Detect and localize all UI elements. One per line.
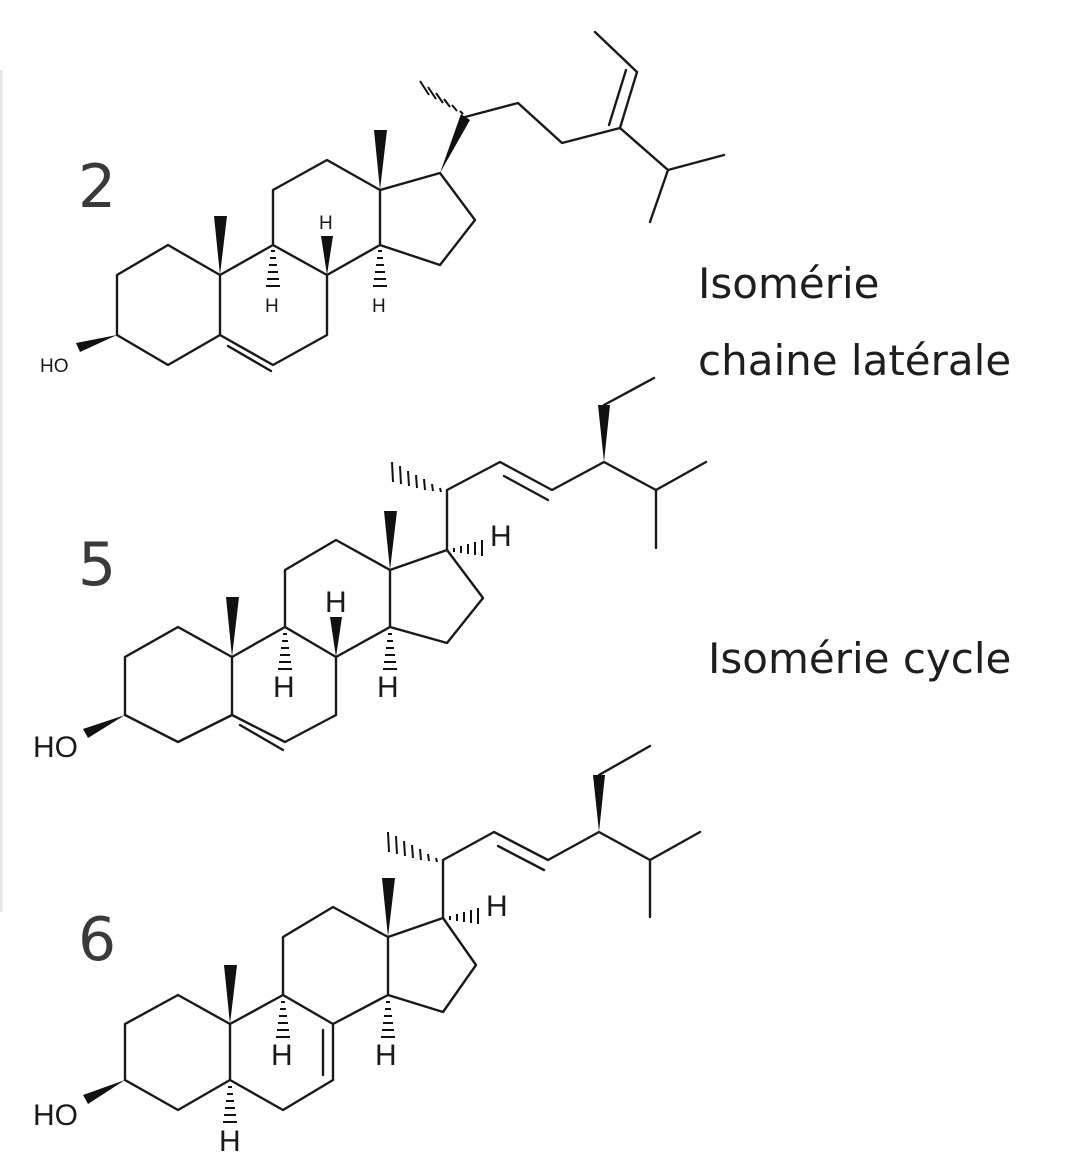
- mol2-isopropyl-methyl: [648, 168, 670, 224]
- mol6-c14-h-label: H: [375, 1039, 397, 1072]
- mol2-c14-h-hash: [373, 250, 387, 287]
- mol6-side-chain: [441, 830, 702, 920]
- mol2-c9-h-label: H: [265, 296, 279, 317]
- mol2-c14-h-label: H: [372, 296, 386, 317]
- mol2-c13-methyl-wedge: [374, 130, 387, 190]
- mol2-double-bond-c5c6: [226, 344, 273, 373]
- mol5-c13-methyl-wedge: [384, 511, 397, 570]
- mol5-c10-methyl-wedge: [226, 597, 239, 657]
- mol6-ethyl: [597, 744, 652, 777]
- molecule-number-5: 5: [78, 530, 116, 600]
- mol6-c20-methyl-hash: [387, 831, 438, 863]
- mol2-ethylidene-b: [607, 68, 628, 127]
- mol6-c17-h-label: H: [486, 890, 508, 923]
- mol5-c3-ho-wedge: [83, 715, 125, 738]
- mol6-c5-h-hash: [223, 1086, 237, 1123]
- molecule-number-6: 6: [78, 905, 116, 975]
- mol2-c3-ho-wedge: [76, 335, 117, 352]
- mol5-ho-label: HO: [33, 731, 78, 764]
- mol5-c14-h-label: H: [377, 671, 399, 704]
- mol5-c17-h-hash: [453, 540, 483, 556]
- annotation-ring-isomerism: Isomérie cycle: [708, 634, 1011, 683]
- mol5-c17-h-label: H: [490, 520, 512, 553]
- mol5-ring-b: [230, 625, 338, 744]
- molecule-6-structure: HO H H H H: [33, 744, 702, 1152]
- mol2-c20-methyl-hash: [419, 80, 464, 115]
- mol2-ethylidene-c: [593, 30, 639, 74]
- mol5-c9-h-label: H: [273, 671, 295, 704]
- mol6-c3-ho-wedge: [83, 1080, 125, 1104]
- mol5-ring-a: [123, 625, 234, 744]
- mol6-c10-methyl-wedge: [224, 965, 237, 1024]
- mol5-c20-methyl-hash: [391, 461, 442, 493]
- mol5-c8-h-label: H: [325, 586, 347, 619]
- molecule-5-structure: HO H H H H: [33, 376, 708, 764]
- mol6-c9-h-hash: [276, 1001, 290, 1038]
- mol2-ring-c: [271, 158, 382, 277]
- mol5-c14-h-hash: [383, 633, 397, 670]
- mol6-c13-methyl-wedge: [382, 878, 395, 937]
- mol2-c17-wedge: [440, 114, 470, 173]
- mol6-c5-h-label: H: [219, 1125, 241, 1152]
- mol2-c8-h-label: H: [319, 213, 333, 234]
- mol6-c9-h-label: H: [271, 1039, 293, 1072]
- mol6-ring-b: [228, 993, 335, 1112]
- mol2-c10-methyl-wedge: [214, 216, 227, 275]
- mol6-c14-h-hash: [381, 1001, 395, 1038]
- mol2-c8-h-wedge: [321, 236, 333, 275]
- mol6-c22-double-bond: [496, 844, 546, 872]
- mol6-ring-a: [123, 993, 232, 1112]
- mol5-ring-d: [388, 548, 485, 645]
- mol6-c24-ethyl-wedge: [593, 775, 605, 832]
- mol5-ring-c: [283, 538, 392, 659]
- mol6-c17-h-hash: [449, 908, 479, 924]
- mol2-ring-b: [218, 243, 329, 367]
- mol5-c24-ethyl-wedge: [598, 405, 610, 462]
- mol5-ethyl: [602, 376, 656, 407]
- molecule-number-2: 2: [78, 152, 116, 222]
- mol2-ring-d: [378, 171, 477, 267]
- mol5-c9-h-hash: [278, 633, 292, 670]
- molecule-2-structure: HO H H H: [40, 30, 726, 377]
- mol5-c8-h-wedge: [330, 617, 342, 657]
- mol6-ring-d: [386, 916, 478, 1014]
- mol6-ring-c: [281, 905, 390, 1026]
- mol2-c9-h-hash: [266, 250, 280, 287]
- mol5-double-bond-c5c6: [238, 723, 285, 752]
- mol2-ho-label: HO: [40, 356, 69, 377]
- mol6-ho-label: HO: [33, 1099, 78, 1132]
- mol5-c22-double-bond: [502, 474, 550, 502]
- mol5-side-chain: [445, 460, 708, 552]
- mol2-ethylidene-a: [618, 70, 639, 130]
- mol2-side-chain: [463, 101, 726, 172]
- annotation-side-chain-line1: Isomérie: [698, 259, 880, 308]
- annotation-side-chain-line2: chaine latérale: [698, 336, 1011, 385]
- mol2-ring-a: [115, 243, 222, 367]
